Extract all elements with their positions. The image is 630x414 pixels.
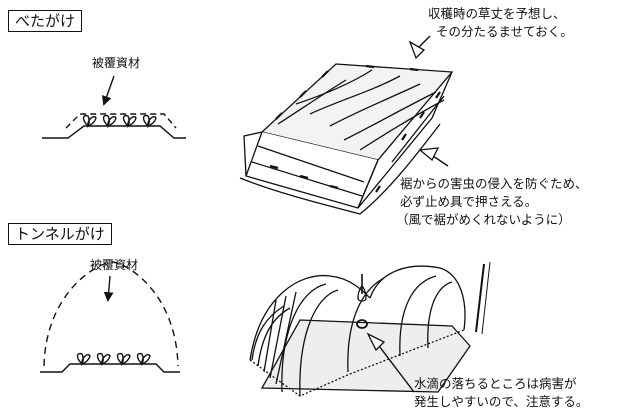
drip-arrow-icon: [366, 332, 386, 352]
water-drop-icon: [357, 285, 367, 302]
drip-note-line-1: 水滴の落ちるところは病害が: [414, 376, 577, 391]
tunnel-cross-section: [40, 261, 180, 373]
hem-note-line-2: 必ず止め具で押さえる。: [400, 194, 538, 209]
tunnel-material-label: 被覆資材: [90, 258, 139, 272]
drip-note-line-2: 発生しやすいので、注意する。: [414, 394, 589, 409]
material-pointer-arrow: [102, 75, 115, 106]
betagake-illustration: [239, 35, 454, 215]
slack-arrow-icon: [408, 40, 426, 60]
hem-note-line-3: （風で裾がめくれないように）: [396, 212, 571, 227]
height-note-line-2: その分たるませておく。: [436, 24, 573, 39]
betagake-material-label: 被覆資材: [92, 56, 141, 70]
tunnel-material-pointer-arrow: [103, 275, 114, 302]
hem-arrow-icon: [418, 147, 440, 162]
height-note-line-1: 収穫時の草丈を予想し、: [428, 6, 566, 21]
hem-note-line-1: 裾からの害虫の侵入を防ぐため、: [400, 176, 588, 191]
tunnel-title: トンネルがけ: [8, 223, 112, 245]
drip-spot: [356, 319, 368, 329]
tunnel-illustration: [249, 261, 491, 397]
betagake-cross-section: [42, 75, 186, 139]
seedling-icons: [82, 114, 157, 129]
tunnel-seedling-icons: [76, 352, 151, 367]
cover-pins: [269, 64, 441, 193]
betagake-title: べたがけ: [8, 10, 83, 32]
